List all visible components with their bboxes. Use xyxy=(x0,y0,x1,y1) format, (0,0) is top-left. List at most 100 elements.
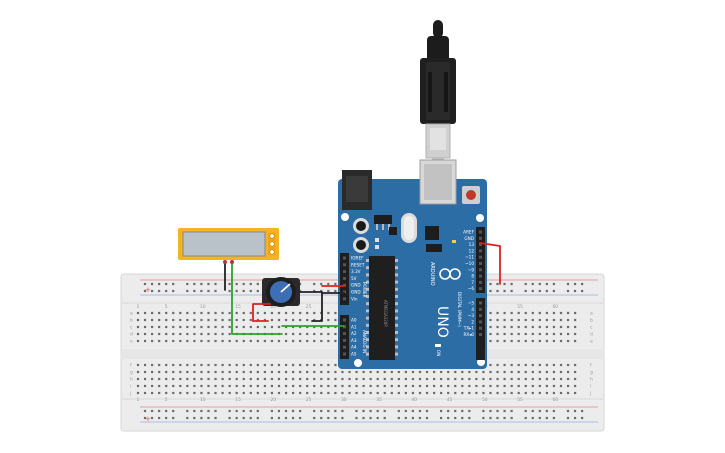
rail-hole[interactable] xyxy=(284,409,288,413)
breadboard-hole[interactable] xyxy=(510,325,513,329)
rail-hole[interactable] xyxy=(503,282,506,286)
breadboard-hole[interactable] xyxy=(207,370,210,374)
breadboard-hole[interactable] xyxy=(440,370,443,374)
breadboard-hole[interactable] xyxy=(327,391,330,395)
breadboard-hole[interactable] xyxy=(440,384,443,388)
rail-hole[interactable] xyxy=(581,409,584,413)
breadboard-hole[interactable] xyxy=(454,370,457,374)
header-socket[interactable] xyxy=(479,307,482,311)
breadboard-hole[interactable] xyxy=(263,325,266,329)
breadboard-hole[interactable] xyxy=(517,311,520,315)
breadboard-hole[interactable] xyxy=(524,384,527,388)
breadboard-hole[interactable] xyxy=(496,384,499,388)
breadboard-hole[interactable] xyxy=(193,325,196,329)
breadboard-hole[interactable] xyxy=(284,377,288,381)
breadboard-hole[interactable] xyxy=(531,311,534,315)
rail-hole[interactable] xyxy=(503,289,506,293)
rail-hole[interactable] xyxy=(165,409,168,413)
rail-hole[interactable] xyxy=(496,282,499,286)
breadboard-hole[interactable] xyxy=(574,391,577,395)
breadboard-hole[interactable] xyxy=(376,391,379,395)
breadboard-hole[interactable] xyxy=(143,318,147,322)
breadboard-hole[interactable] xyxy=(334,311,337,315)
breadboard-hole[interactable] xyxy=(172,332,175,336)
rail-hole[interactable] xyxy=(510,409,513,413)
rail-hole[interactable] xyxy=(235,409,238,413)
rail-hole[interactable] xyxy=(320,409,323,413)
header-socket[interactable] xyxy=(479,301,482,305)
rail-hole[interactable] xyxy=(158,416,161,420)
breadboard-hole[interactable] xyxy=(158,391,161,395)
rail-hole[interactable] xyxy=(228,416,231,420)
breadboard-hole[interactable] xyxy=(151,377,154,381)
rail-hole[interactable] xyxy=(172,416,175,420)
breadboard-hole[interactable] xyxy=(320,384,323,388)
breadboard-hole[interactable] xyxy=(165,391,168,395)
header-socket[interactable] xyxy=(479,280,482,284)
breadboard-hole[interactable] xyxy=(200,363,203,367)
breadboard-hole[interactable] xyxy=(306,318,309,322)
rail-hole[interactable] xyxy=(355,416,358,420)
breadboard-hole[interactable] xyxy=(320,370,323,374)
breadboard-hole[interactable] xyxy=(447,391,450,395)
rail-hole[interactable] xyxy=(242,409,245,413)
breadboard-hole[interactable] xyxy=(574,377,577,381)
breadboard-hole[interactable] xyxy=(193,370,196,374)
breadboard-hole[interactable] xyxy=(482,377,485,381)
rail-hole[interactable] xyxy=(143,282,147,286)
rail-hole[interactable] xyxy=(207,289,210,293)
breadboard-hole[interactable] xyxy=(242,325,245,329)
header-socket[interactable] xyxy=(479,230,482,234)
rail-hole[interactable] xyxy=(581,289,584,293)
rail-hole[interactable] xyxy=(538,289,541,293)
breadboard-hole[interactable] xyxy=(376,384,379,388)
breadboard-hole[interactable] xyxy=(425,391,429,395)
breadboard-hole[interactable] xyxy=(292,391,295,395)
rail-hole[interactable] xyxy=(447,409,450,413)
breadboard-hole[interactable] xyxy=(235,377,238,381)
breadboard-hole[interactable] xyxy=(510,332,513,336)
breadboard-hole[interactable] xyxy=(186,311,189,315)
breadboard-hole[interactable] xyxy=(566,391,570,395)
breadboard-hole[interactable] xyxy=(284,384,288,388)
rail-hole[interactable] xyxy=(503,416,506,420)
breadboard-hole[interactable] xyxy=(517,391,520,395)
breadboard-hole[interactable] xyxy=(383,384,386,388)
breadboard-hole[interactable] xyxy=(538,325,541,329)
breadboard-hole[interactable] xyxy=(313,311,316,315)
rail-hole[interactable] xyxy=(249,289,252,293)
rail-hole[interactable] xyxy=(397,416,400,420)
breadboard-hole[interactable] xyxy=(574,311,577,315)
breadboard-hole[interactable] xyxy=(249,363,252,367)
breadboard-hole[interactable] xyxy=(517,325,520,329)
rail-hole[interactable] xyxy=(545,282,548,286)
breadboard-hole[interactable] xyxy=(186,377,189,381)
rail-hole[interactable] xyxy=(186,282,189,286)
breadboard-hole[interactable] xyxy=(552,311,556,315)
breadboard-hole[interactable] xyxy=(334,384,337,388)
breadboard-hole[interactable] xyxy=(270,391,274,395)
rail-hole[interactable] xyxy=(270,409,273,413)
rail-hole[interactable] xyxy=(447,416,450,420)
breadboard-hole[interactable] xyxy=(524,318,527,322)
breadboard-hole[interactable] xyxy=(214,377,217,381)
breadboard-hole[interactable] xyxy=(235,363,238,367)
breadboard-hole[interactable] xyxy=(277,311,281,315)
breadboard-hole[interactable] xyxy=(207,384,210,388)
rail-hole[interactable] xyxy=(482,416,485,420)
rail-hole[interactable] xyxy=(249,282,252,286)
rail-hole[interactable] xyxy=(397,409,400,413)
breadboard-hole[interactable] xyxy=(362,370,365,374)
breadboard-hole[interactable] xyxy=(517,384,520,388)
header-socket[interactable] xyxy=(479,333,482,336)
breadboard-hole[interactable] xyxy=(270,363,274,367)
breadboard-hole[interactable] xyxy=(348,384,351,388)
breadboard-hole[interactable] xyxy=(574,325,577,329)
header-socket[interactable] xyxy=(343,283,346,287)
breadboard-hole[interactable] xyxy=(320,332,323,336)
breadboard-hole[interactable] xyxy=(270,311,274,315)
breadboard-hole[interactable] xyxy=(468,384,471,388)
breadboard-hole[interactable] xyxy=(531,325,534,329)
breadboard-hole[interactable] xyxy=(306,339,309,343)
usb-cable[interactable] xyxy=(420,20,456,162)
